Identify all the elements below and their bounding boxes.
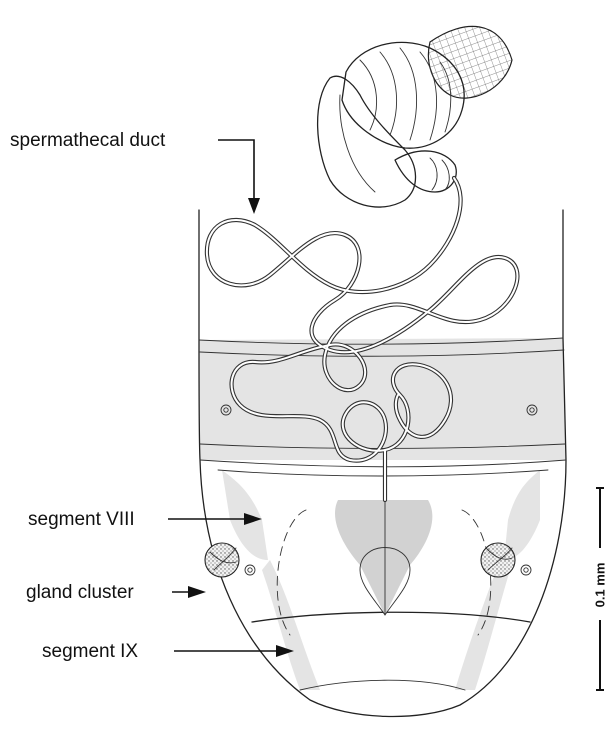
spermathecal-duct-leader xyxy=(218,140,254,200)
gland-cluster-arrowhead xyxy=(188,586,206,598)
label-segment-viii: segment VIII xyxy=(28,509,262,530)
spermatheca-bulb xyxy=(318,76,416,207)
label-segment-ix-text: segment IX xyxy=(42,641,138,662)
segment-viii-band-shading-right xyxy=(504,470,540,560)
spermatheca-grid-lobe xyxy=(428,26,512,98)
label-segment-ix: segment IX xyxy=(42,641,294,662)
spermatheca xyxy=(318,26,512,207)
spermathecal-duct-arrowhead xyxy=(248,198,260,214)
label-spermathecal-duct-text: spermathecal duct xyxy=(10,130,166,151)
scale-bar-label: 0.1 mm xyxy=(592,563,606,608)
segment-ix-shading-left xyxy=(262,560,320,690)
label-segment-viii-text: segment VIII xyxy=(28,509,135,530)
genital-plate-shaded xyxy=(335,500,432,615)
label-gland-cluster-text: gland cluster xyxy=(26,582,134,603)
scale-bar: 0.1 mm xyxy=(588,488,606,690)
label-gland-cluster: gland cluster xyxy=(26,582,206,603)
label-spermathecal-duct: spermathecal duct xyxy=(10,130,260,214)
genital-plate xyxy=(277,500,491,635)
spiracle-left-lower xyxy=(245,565,255,575)
spiracle-right-lower xyxy=(521,565,531,575)
gland-cluster-left xyxy=(205,543,239,577)
abdomen-outline xyxy=(199,210,566,716)
